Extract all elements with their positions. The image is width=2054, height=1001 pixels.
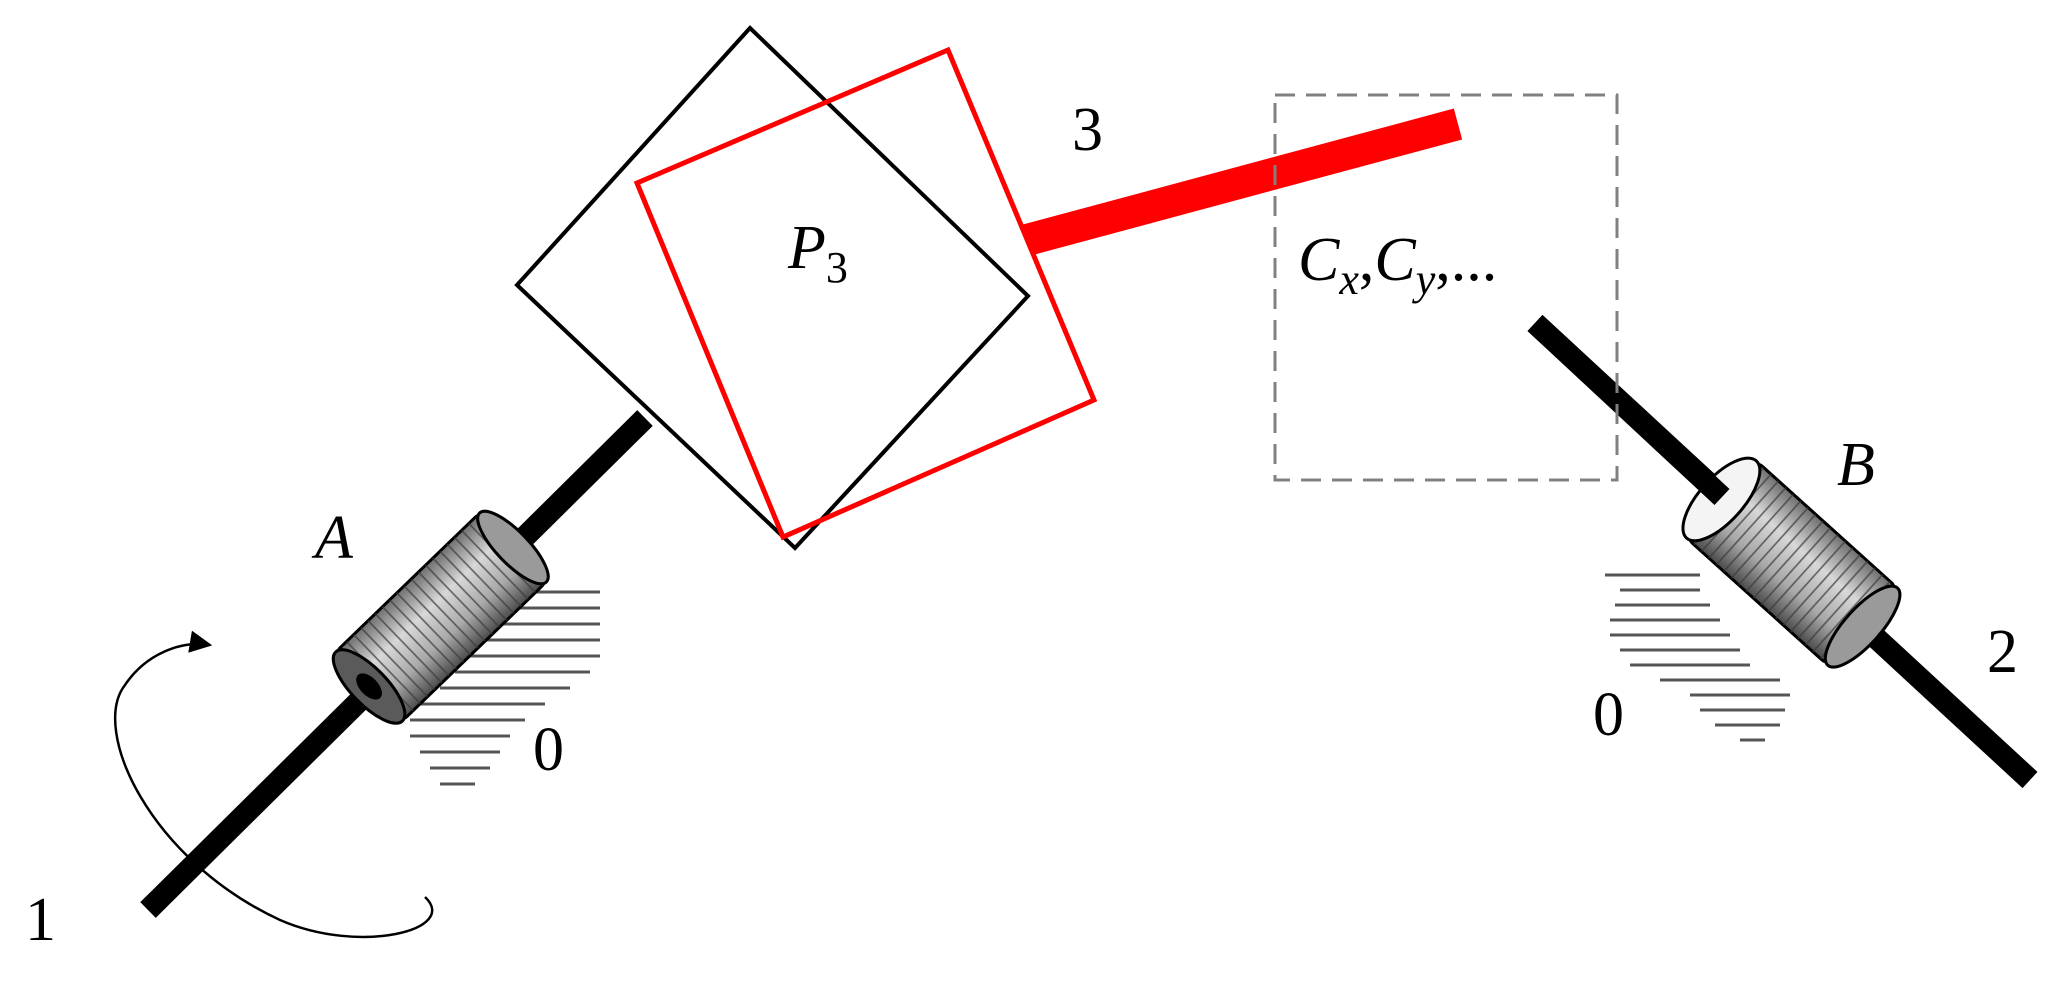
rotation-arrow — [114, 630, 434, 939]
joint-b-cylinder — [1681, 456, 1902, 669]
link-3-bar — [1022, 108, 1463, 256]
label-ground-left: 0 — [533, 716, 564, 784]
constraint-box — [1273, 93, 1619, 482]
label-link-1: 1 — [25, 886, 56, 954]
label-joint-b: B — [1837, 431, 1875, 499]
label-link-3: 3 — [1072, 96, 1103, 164]
joint-a-cylinder — [331, 509, 550, 725]
ground-hatch-right — [1605, 573, 1790, 742]
platform-square-black — [514, 25, 1031, 551]
coupler-square-red — [633, 46, 1098, 541]
label-constraints: Cx,Cy,... — [1298, 226, 1497, 304]
link-2-shaft-end — [1527, 314, 1730, 506]
label-platform: P3 — [787, 214, 848, 292]
label-ground-right: 0 — [1593, 681, 1624, 749]
label-joint-a: A — [311, 504, 354, 572]
label-link-2: 2 — [1987, 618, 2018, 686]
